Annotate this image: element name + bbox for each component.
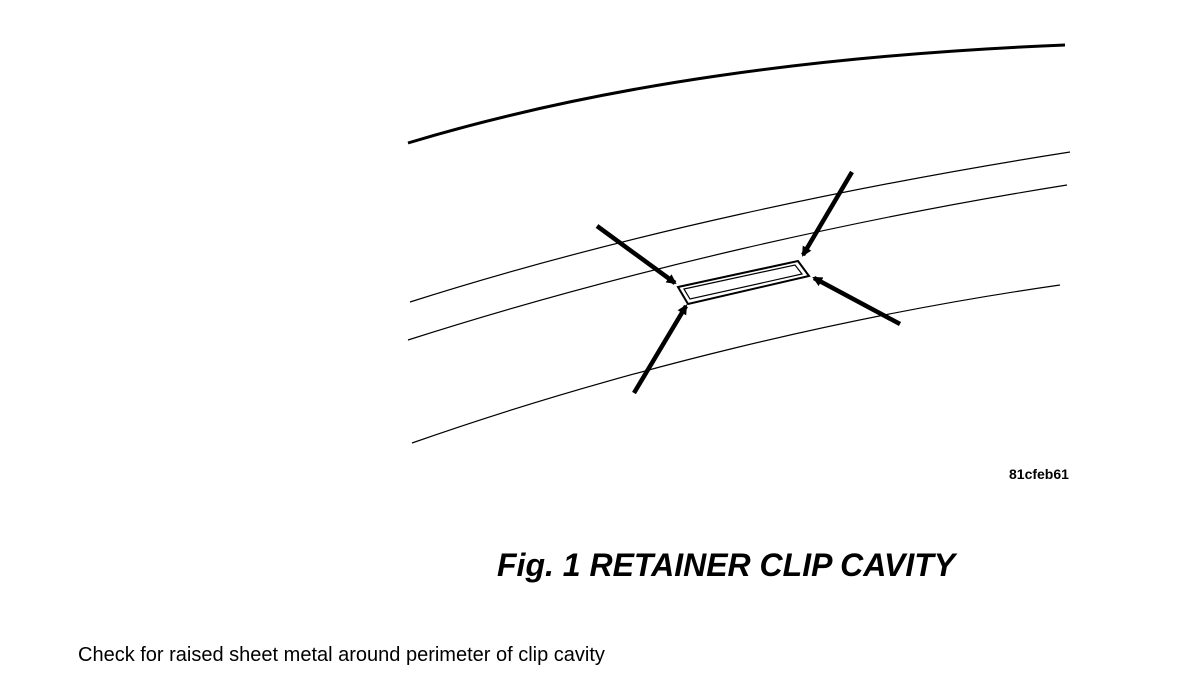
instruction-text: Check for raised sheet metal around peri… [78,644,605,666]
arrow-upper-right [801,170,854,257]
body-contour-line-2 [407,184,1068,341]
arrow-upper-left [595,224,677,285]
body-contour-line-1 [409,151,1071,303]
figure-caption: Fig. 1 RETAINER CLIP CAVITY [497,547,956,583]
arrow-right [812,276,902,326]
clip-cavity [676,259,811,306]
roof-edge-line [407,43,1066,145]
body-contour-line-3 [411,284,1061,444]
arrow-lower-left [632,304,688,395]
figure-reference-code: 81cfeb61 [1009,466,1069,482]
